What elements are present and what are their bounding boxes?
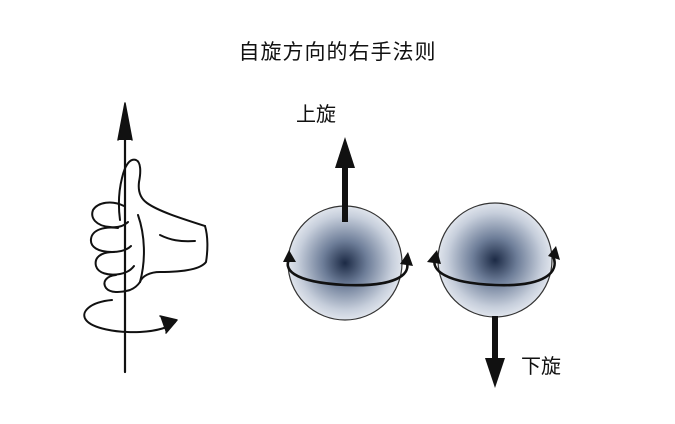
- orbit-right-arrowhead: [427, 250, 441, 264]
- finger-3: [94, 251, 135, 276]
- right-hand-illustration: [83, 102, 209, 374]
- sphere-spin-down: [427, 202, 560, 388]
- sphere-right: [437, 202, 553, 318]
- finger-1: [91, 201, 129, 229]
- spin-down-arrowhead: [485, 358, 505, 388]
- orbit-right: [433, 255, 556, 287]
- knuckle-line: [137, 214, 145, 283]
- sphere-spin-up: [283, 137, 413, 321]
- label-spin-up: 上旋: [296, 102, 336, 126]
- sphere-left: [287, 205, 403, 321]
- hand-axis-arrowhead: [117, 102, 133, 141]
- orbit-left-tail: [283, 250, 296, 262]
- finger-4: [103, 274, 141, 294]
- diagram-title: 自旋方向的右手法则: [238, 40, 437, 64]
- orbit-left-arrowhead: [400, 252, 413, 266]
- thumb: [117, 158, 206, 227]
- rotation-arrow-back: [83, 299, 176, 334]
- label-spin-down: 下旋: [521, 354, 561, 378]
- spin-up-arrowhead: [335, 137, 355, 168]
- finger-2: [89, 226, 132, 253]
- orbit-right-tail: [548, 246, 560, 260]
- rotation-arrowhead: [159, 315, 178, 334]
- wrist-line: [159, 234, 196, 243]
- orbit-left: [286, 257, 409, 287]
- hand-back: [139, 225, 209, 283]
